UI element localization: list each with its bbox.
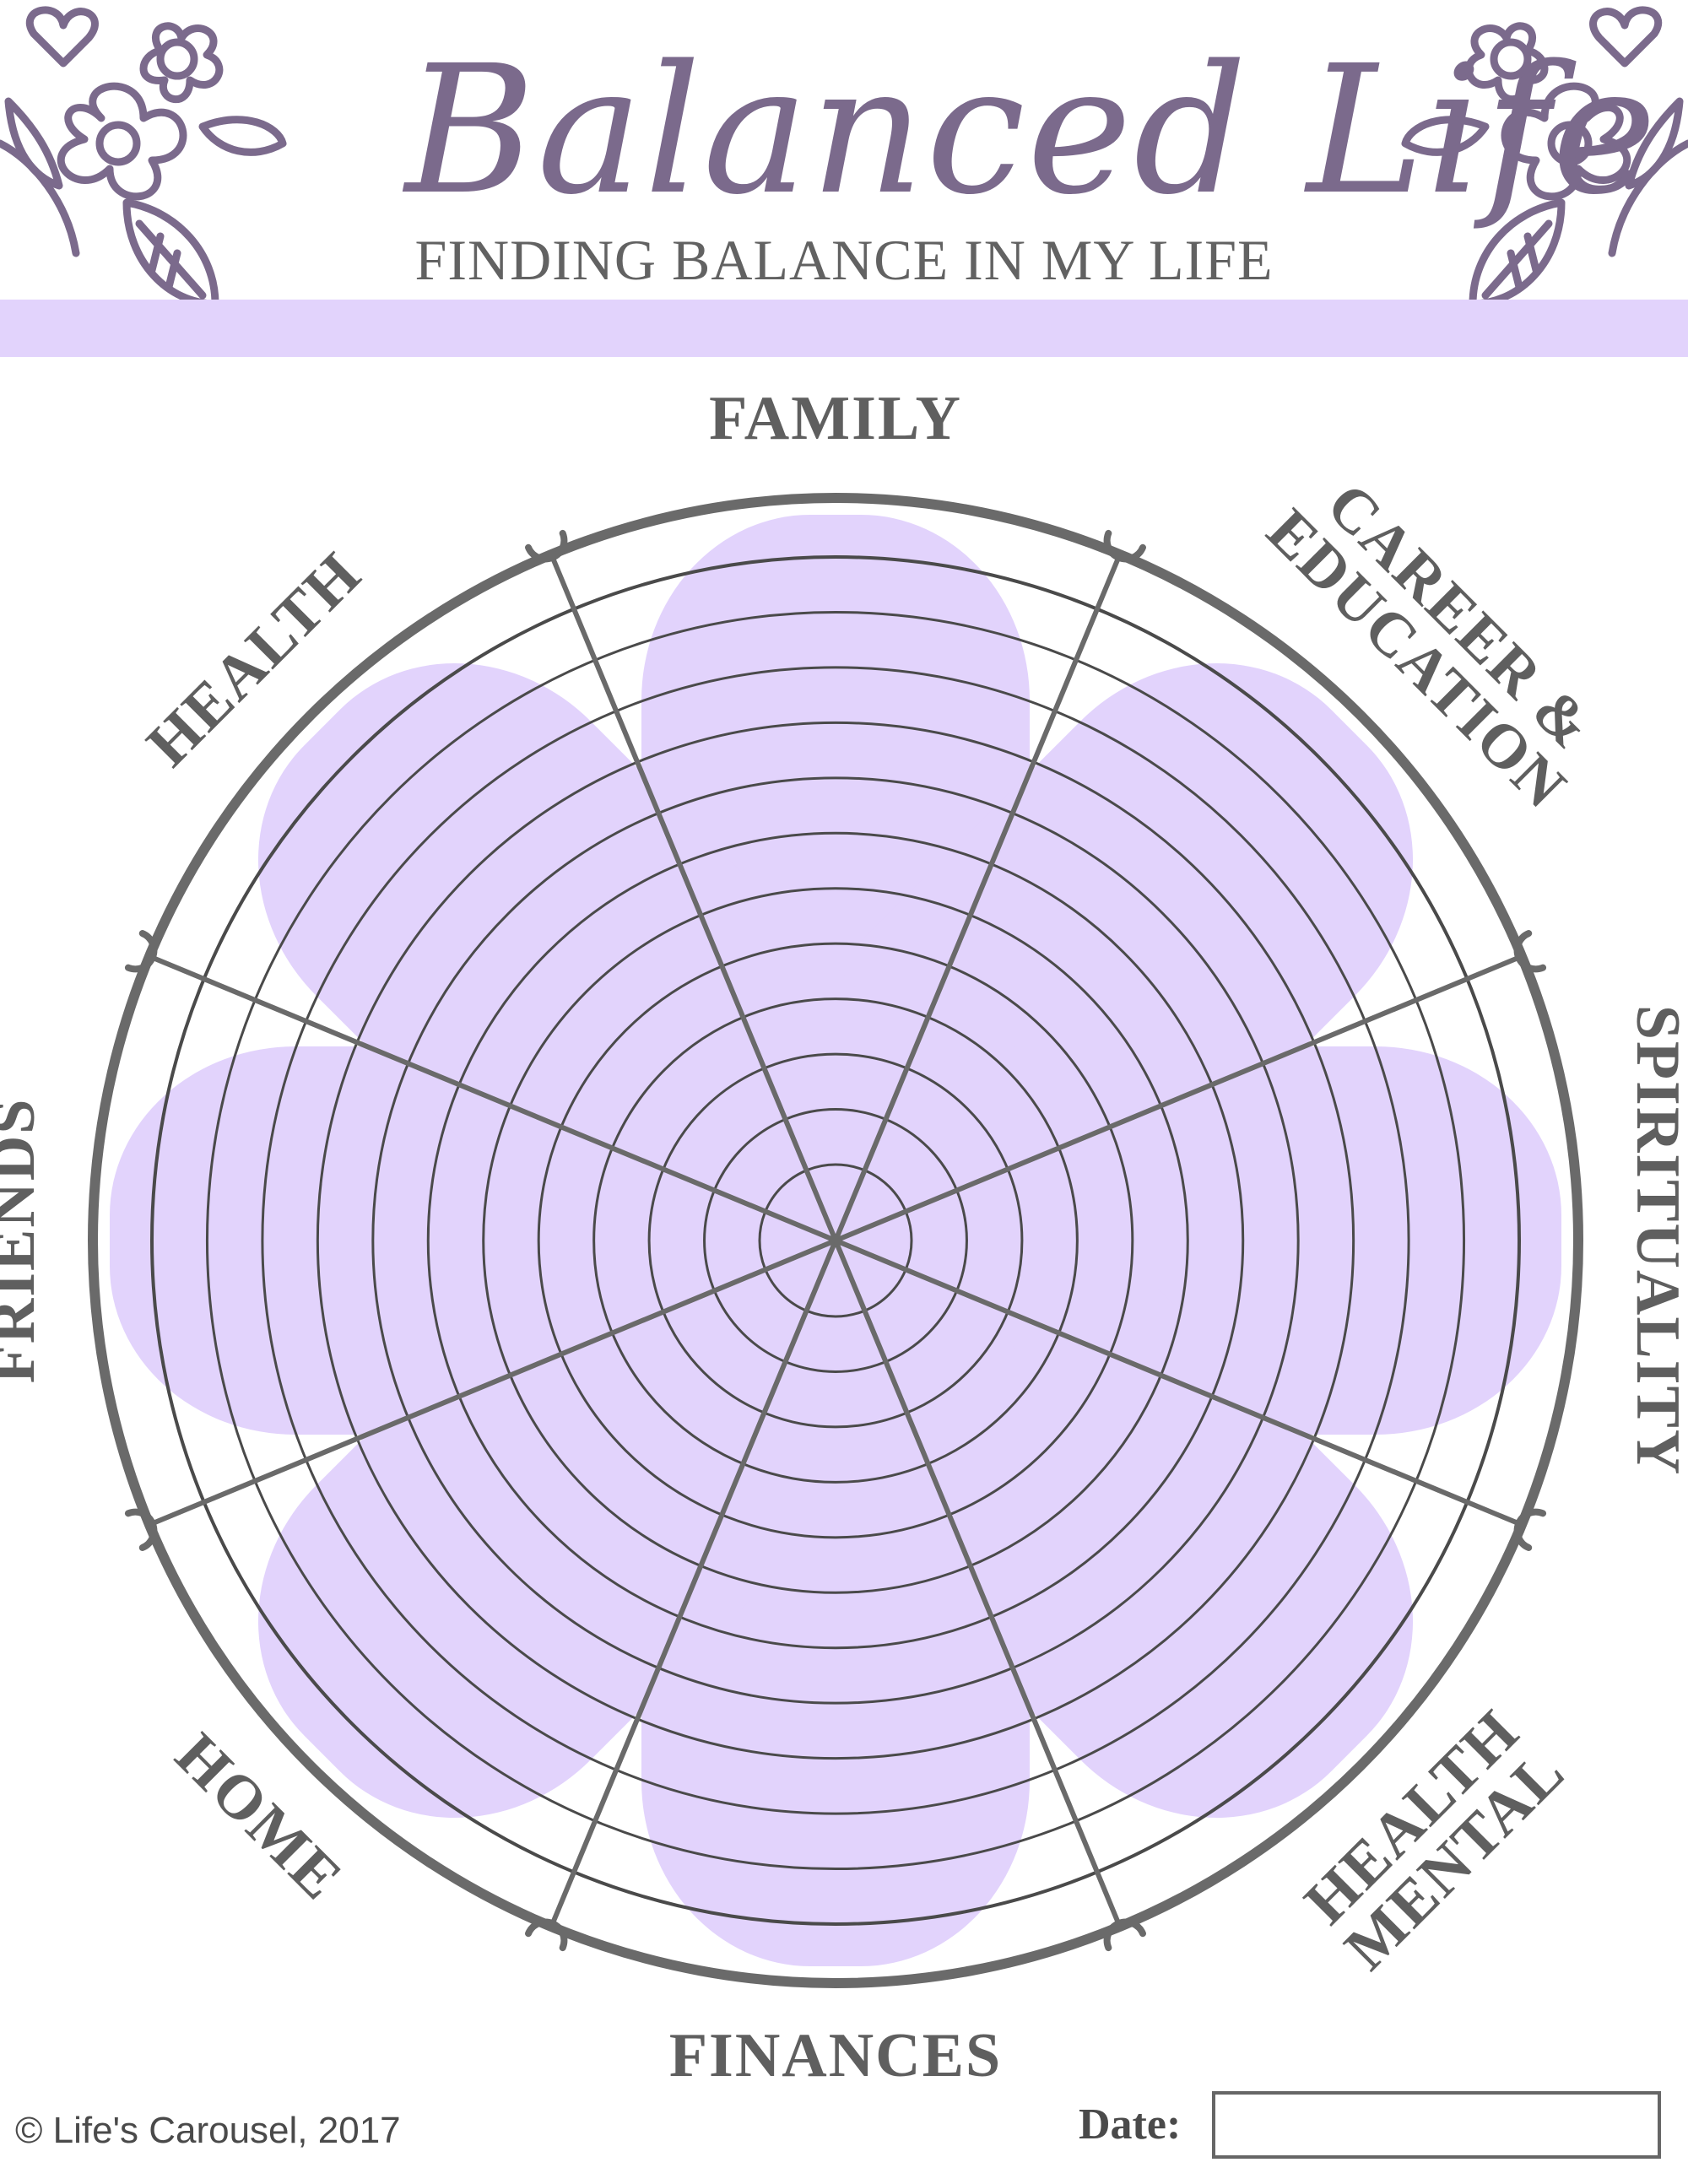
- copyright-text: © Life's Carousel, 2017: [15, 2110, 401, 2151]
- category-label: SPIRITUALITY: [1623, 1005, 1688, 1477]
- tick-arc: [1513, 930, 1547, 973]
- ring: [703, 1108, 968, 1373]
- spoke: [833, 1239, 1123, 1928]
- category-label-text: FRIENDS: [0, 1098, 48, 1384]
- floral-ornament-left-icon: [0, 6, 287, 308]
- ring: [261, 666, 1410, 1815]
- category-label-text: SPIRITUALITY: [1623, 1005, 1688, 1477]
- category-label-text: FINANCES: [669, 2021, 1002, 2090]
- spoke: [549, 1239, 838, 1928]
- date-label: Date:: [1079, 2100, 1182, 2149]
- spoke-layer: [148, 553, 1523, 1928]
- tick-mark: [1103, 1918, 1146, 1952]
- page-header: Balanced Life FINDING BALANCE IN MY LIFE: [0, 0, 1688, 363]
- spoke: [148, 954, 837, 1243]
- ring: [426, 831, 1245, 1650]
- page-footer: © Life's Carousel, 2017 Date:: [0, 2076, 1688, 2184]
- petal-shape: [258, 663, 900, 1305]
- tick-arc: [124, 1508, 158, 1551]
- tick-mark: [1513, 930, 1547, 973]
- category-label: FAMILY: [709, 384, 962, 453]
- petal-layer: [110, 515, 1561, 1966]
- spoke: [549, 553, 838, 1242]
- ring: [205, 610, 1466, 1871]
- category-label-text: FAMILY: [709, 384, 962, 453]
- tick-arc: [525, 529, 568, 563]
- tick-layer: [124, 529, 1547, 1952]
- floral-ornament-right-icon: [1401, 6, 1688, 308]
- tick-mark: [124, 1508, 158, 1551]
- ring-layer: [88, 493, 1583, 1988]
- ring: [371, 776, 1300, 1705]
- spoke: [834, 954, 1523, 1243]
- spoke: [148, 1238, 837, 1527]
- tick-mark: [525, 1918, 568, 1952]
- ring: [316, 721, 1355, 1760]
- ring: [482, 887, 1189, 1594]
- tick-mark: [1513, 1508, 1547, 1551]
- category-label: FINANCES: [669, 2021, 1002, 2090]
- tick-mark: [525, 529, 568, 563]
- date-field[interactable]: [1212, 2091, 1661, 2159]
- tick-mark: [124, 930, 158, 973]
- ring: [758, 1163, 913, 1318]
- page-subtitle: FINDING BALANCE IN MY LIFE: [414, 228, 1274, 292]
- ring: [537, 942, 1134, 1539]
- spoke: [834, 1238, 1523, 1527]
- header-band: [0, 300, 1688, 357]
- category-label: FRIENDS: [0, 1098, 48, 1384]
- petal: [258, 663, 900, 1305]
- tick-arc: [1103, 1918, 1146, 1952]
- outer-ring: [88, 493, 1583, 1988]
- ring: [150, 555, 1521, 1926]
- tick-arc: [1513, 1508, 1547, 1551]
- tick-arc: [525, 1918, 568, 1952]
- ring: [592, 997, 1079, 1484]
- ring: [647, 1052, 1024, 1429]
- page-title: Balanced Life: [405, 27, 1658, 234]
- tick-arc: [124, 930, 158, 973]
- tick-arc: [1103, 529, 1146, 563]
- tick-mark: [1103, 529, 1146, 563]
- spoke: [833, 553, 1123, 1242]
